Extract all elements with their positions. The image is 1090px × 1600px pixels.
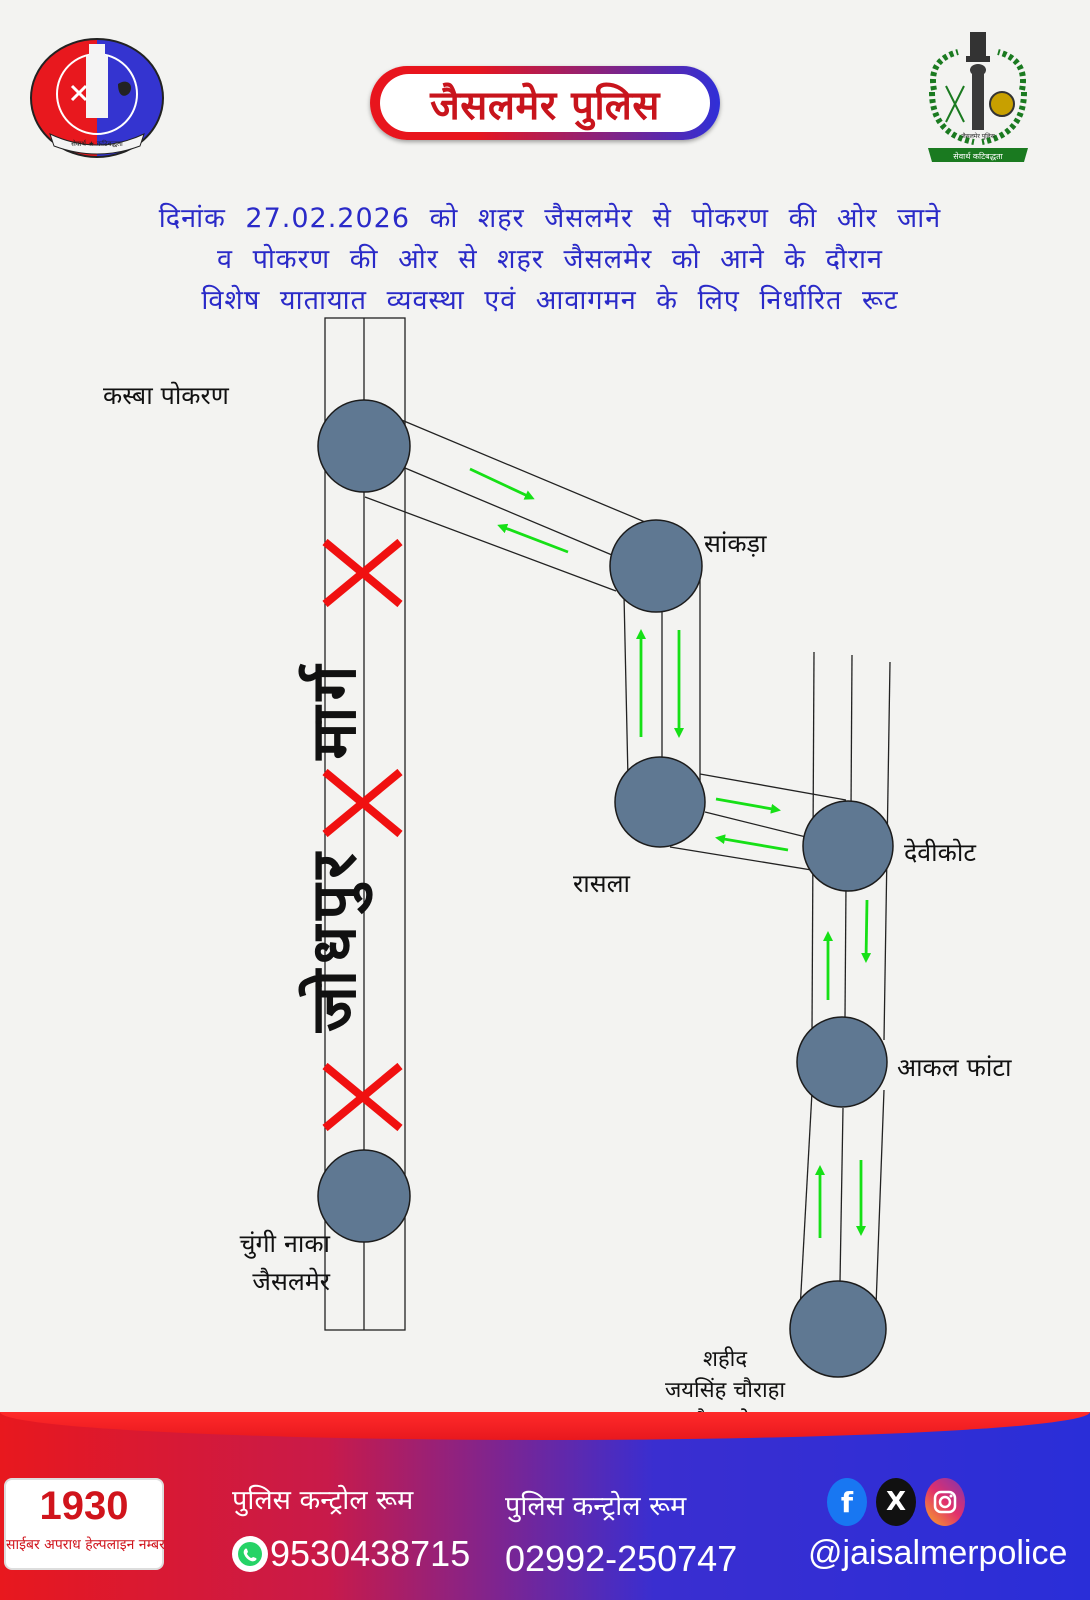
closed-cross-icon (322, 538, 403, 608)
closed-cross-icon (322, 1062, 403, 1132)
x-icon[interactable]: X (876, 1478, 916, 1526)
title-banner-inner: जैसलमेर पुलिस (380, 74, 710, 132)
right-logo-motto: सेवार्थ कटिबद्धता (953, 151, 1003, 161)
road-rasla-devikot (669, 773, 847, 874)
heading-line-1: दिनांक 27.02.2026 को शहर जैसलमेर से पोकर… (158, 203, 942, 234)
whatsapp-number[interactable]: 9530438715 (270, 1533, 471, 1574)
label-sankda: सांकड़ा (704, 529, 767, 558)
node-rasla (614, 756, 706, 848)
arrow-devikot-to-rasla (715, 834, 789, 852)
heading-line-2: व पोकरण की ओर से शहर जैसलमेर को आने के द… (216, 244, 884, 275)
helpline-caption: साईबर अपराध हेल्पलाइन नम्बर (6, 1537, 165, 1553)
title-banner: जैसलमेर पुलिस (370, 66, 720, 140)
closed-cross-icon (322, 768, 403, 838)
arrow-devikot-to-aakal (861, 899, 872, 963)
jodhpur-road (324, 317, 406, 1331)
jodhpur-road-label: जोधपुर मार्ग (297, 659, 370, 1032)
heading-line-3: विशेष यातायात व्यवस्था एवं आवागमन के लिए… (201, 285, 899, 316)
right-logo-band: जैसलमेर पुलिस (961, 132, 996, 140)
road-pokaran-sankda (364, 415, 646, 592)
whatsapp-icon (232, 1536, 268, 1572)
node-devikot (802, 800, 894, 892)
facebook-icon[interactable]: f (827, 1478, 867, 1526)
arrow-rasla-to-devikot (715, 797, 781, 814)
node-aakal (796, 1016, 888, 1108)
label-chungi-line-1: चुंगी नाका (239, 1229, 330, 1258)
page-title: जैसलमेर पुलिस (430, 82, 660, 129)
road-sankda-rasla (623, 580, 701, 802)
label-devikot: देवीकोट (904, 838, 976, 867)
left-logo-motto: सेवार्थ ★ कटिबद्धता (71, 139, 123, 148)
label-rasla: रासला (573, 869, 631, 898)
node-sankda (609, 519, 703, 613)
control-room-label-1: पुलिस कन्ट्रोल रूम (232, 1485, 414, 1516)
label-shaheed-line-2: जयसिंह चौराहा (664, 1378, 786, 1403)
landline-number[interactable]: 02992-250747 (505, 1538, 738, 1579)
control-room-label-2: पुलिस कन्ट्रोल रूम (505, 1491, 687, 1522)
label-chungi-line-2: जैसलमेर (252, 1267, 330, 1296)
route-heading: दिनांक 27.02.2026 को शहर जैसलमेर से पोकर… (40, 198, 1060, 321)
label-pokaran: कस्बा पोकरण (103, 381, 229, 410)
social-handle[interactable]: @jaisalmerpolice (808, 1534, 1068, 1572)
helpline-number[interactable]: 1930 (39, 1484, 129, 1528)
jaisalmer-police-emblem: जैसलमेर पुलिस सेवार्थ कटिबद्धता (928, 32, 1028, 162)
label-shaheed-line-1: शहीद (702, 1347, 748, 1372)
node-chungi (317, 1149, 411, 1243)
arrow-pokaran-to-sankda (469, 467, 535, 500)
arrow-sankda-to-pokaran (497, 523, 569, 554)
instagram-icon[interactable] (925, 1478, 965, 1526)
node-shaheed (789, 1280, 887, 1378)
label-chungi: चुंगी नाका जैसलमेर (150, 1225, 330, 1301)
rajasthan-police-logo: सेवार्थ ★ कटिबद्धता (30, 38, 164, 158)
helpline-box: 1930 साईबर अपराध हेल्पलाइन नम्बर (4, 1478, 165, 1570)
label-aakal: आकल फांटा (897, 1053, 1012, 1082)
road-aakal-shaheed (799, 1089, 885, 1311)
node-pokaran (317, 399, 411, 493)
